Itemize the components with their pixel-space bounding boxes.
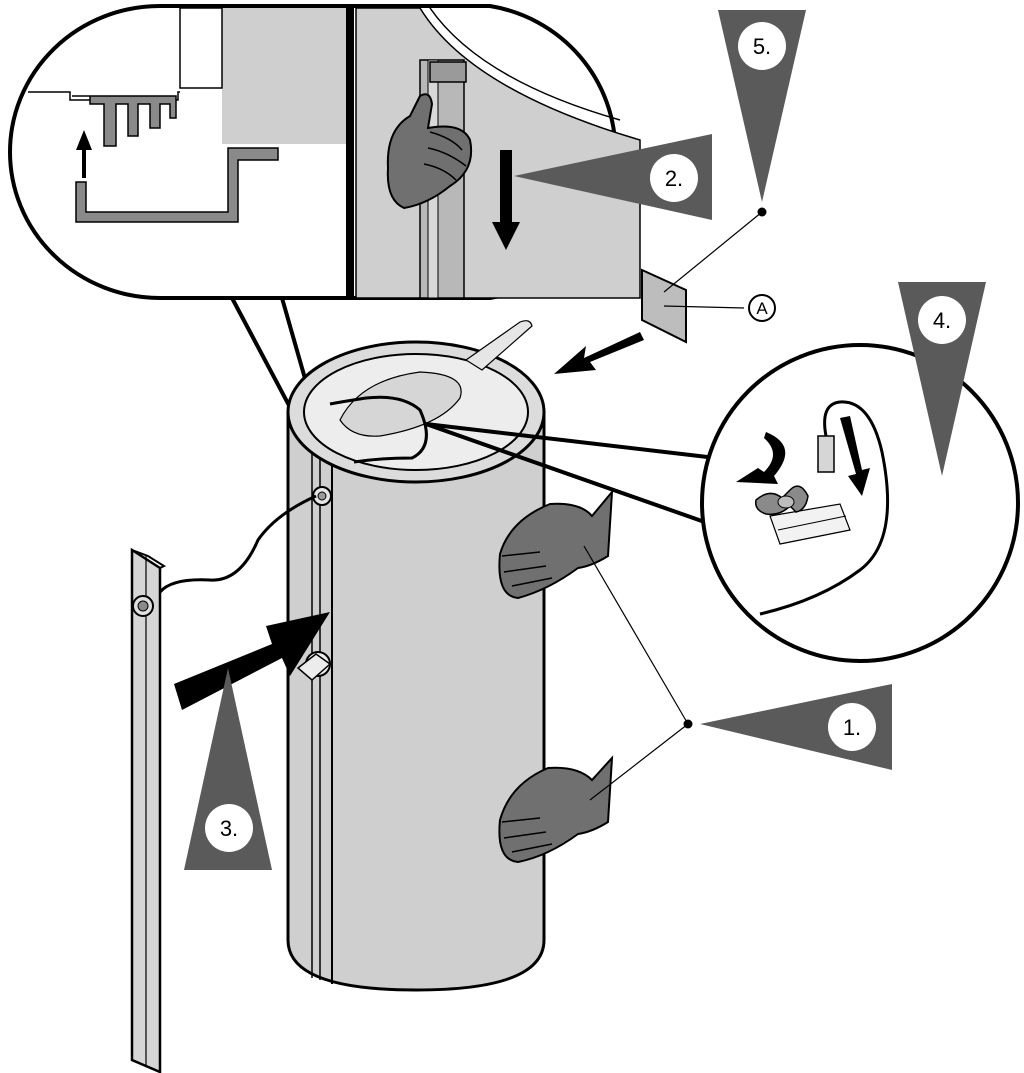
- detail-callout-top: [8, 3, 641, 461]
- step-marker-1: 1.: [700, 684, 892, 770]
- callout-circle: [700, 343, 1020, 663]
- sensor-cable: [329, 395, 428, 464]
- pipe-handle: [464, 320, 533, 371]
- step-marker-3: 3.: [184, 668, 272, 870]
- wing-nut-icon: [754, 485, 809, 516]
- step-marker-2: 2.: [514, 134, 712, 220]
- wall-rail: [130, 494, 317, 1073]
- rail-detail-right: [355, 7, 641, 299]
- storage-cylinder: [286, 320, 546, 992]
- label-a-circle: [748, 294, 776, 322]
- plate-a: A: [641, 268, 776, 344]
- arrow-mount-icon: [174, 612, 330, 710]
- hand-icon: [386, 93, 472, 210]
- arrow-down-small-icon: [840, 416, 870, 496]
- hand-upper-icon: [498, 489, 614, 600]
- label-a: A: [756, 299, 768, 318]
- step-label-4: 4.: [933, 308, 951, 333]
- step-marker-4: 4.: [898, 282, 986, 476]
- step-marker-5: 5.: [718, 10, 806, 202]
- step-label-2: 2.: [665, 166, 683, 191]
- arrow-up-icon: [76, 130, 92, 178]
- hand-lower-icon: [498, 755, 614, 864]
- rail-detail-left: [28, 7, 350, 223]
- cylinder-body: [286, 410, 546, 992]
- arrow-insert-icon: [554, 332, 644, 374]
- rotate-arrow-icon: [736, 432, 786, 484]
- step-label-3: 3.: [220, 816, 238, 841]
- step-label-1: 1.: [843, 715, 861, 740]
- step-label-5: 5.: [753, 34, 771, 59]
- arrow-down-icon: [492, 150, 520, 250]
- sensor-probe: [817, 435, 835, 473]
- cable: [158, 494, 317, 594]
